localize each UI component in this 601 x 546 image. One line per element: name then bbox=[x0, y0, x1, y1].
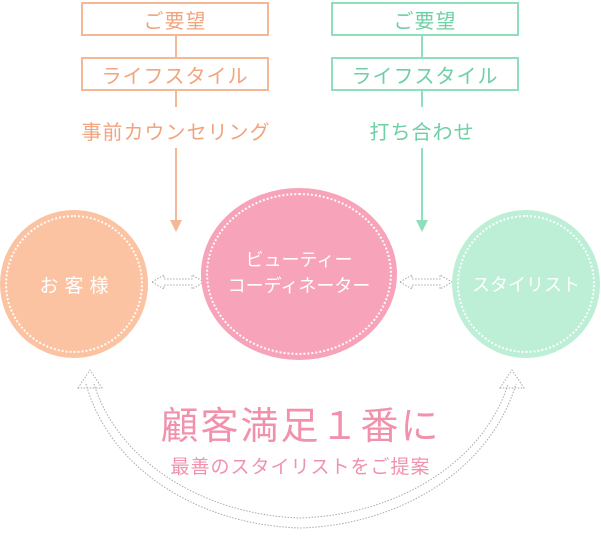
subheadline: 最善のスタイリストをご提案 bbox=[170, 456, 431, 478]
left-down-arrow bbox=[170, 220, 182, 232]
right-connector-2 bbox=[421, 91, 423, 107]
left-lifestyle-label: ライフスタイル bbox=[101, 63, 249, 88]
right-lifestyle-label: ライフスタイル bbox=[351, 63, 499, 88]
right-lifestyle-box: ライフスタイル bbox=[331, 57, 519, 91]
left-lifestyle-box: ライフスタイル bbox=[81, 57, 269, 91]
left-connector-1 bbox=[175, 36, 177, 58]
right-request-box: ご要望 bbox=[331, 2, 519, 36]
left-counseling-label: 事前カウンセリング bbox=[81, 120, 271, 144]
right-down-arrow bbox=[416, 220, 428, 232]
coordinator-circle: ビューティー コーディネーター bbox=[201, 188, 397, 360]
stylist-label: スタイリスト bbox=[472, 275, 580, 296]
left-connector-2 bbox=[175, 91, 177, 107]
right-request-label: ご要望 bbox=[393, 8, 457, 33]
double-arrow-left-icon bbox=[151, 274, 205, 290]
right-connector-1 bbox=[421, 36, 423, 58]
headline: 顧客満足１番に bbox=[160, 404, 441, 448]
coordinator-label-line2: コーディネーター bbox=[227, 276, 371, 297]
right-meeting-label: 打ち合わせ bbox=[369, 120, 475, 144]
coordinator-label-line1: ビューティー bbox=[245, 250, 353, 271]
left-request-box: ご要望 bbox=[81, 2, 269, 36]
stylist-circle: スタイリスト bbox=[452, 210, 600, 358]
left-request-label: ご要望 bbox=[143, 8, 207, 33]
curved-double-arrow-icon bbox=[77, 369, 525, 529]
customer-circle: お 客 様 bbox=[0, 210, 148, 358]
double-arrow-right-icon bbox=[399, 274, 453, 290]
customer-label: お 客 様 bbox=[39, 274, 109, 297]
